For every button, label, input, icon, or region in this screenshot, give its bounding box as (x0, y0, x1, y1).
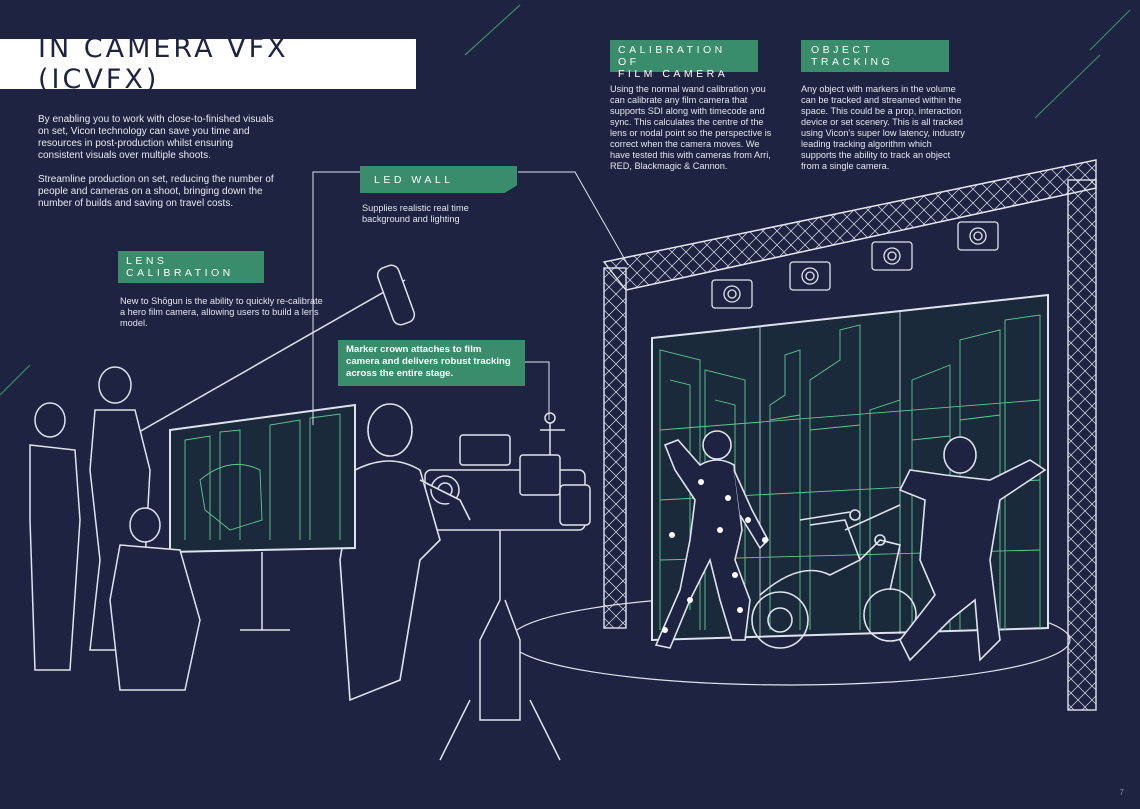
page-title: IN CAMERA VFX (ICVFX) (38, 33, 289, 95)
object-tracking-heading-line1: OBJECT (811, 44, 874, 56)
intro-paragraph-1: By enabling you to work with close-to-fi… (38, 114, 274, 161)
mocap-performer (654, 430, 769, 649)
scooter-prop (751, 504, 917, 649)
intro-text: By enabling you to work with close-to-fi… (38, 114, 278, 222)
lens-calibration-heading: LENS CALIBRATION (118, 251, 264, 283)
marker-crown-callout: Marker crown attaches to film camera and… (338, 340, 525, 386)
film-camera-rig (424, 412, 591, 761)
actor-right (898, 436, 1047, 662)
object-tracking-heading: OBJECT TRACKING (801, 40, 949, 72)
lens-calibration-heading-line2: CALIBRATION (126, 267, 234, 279)
object-tracking-heading-line2: TRACKING (811, 56, 894, 68)
video-village-monitor (169, 403, 356, 631)
film-camera-calibration-heading: CALIBRATION OF FILM CAMERA (610, 40, 758, 80)
led-wall-body: Supplies realistic real time background … (362, 203, 469, 224)
callout-leaders (312, 171, 629, 425)
led-wall-heading: LED WALL (360, 166, 517, 193)
object-tracking-body: Any object with markers in the volume ca… (801, 84, 965, 171)
film-camera-calibration-heading-line1: CALIBRATION OF (618, 44, 726, 68)
marker-dot-icon (662, 479, 768, 633)
film-camera-calibration-heading-line2: FILM CAMERA (618, 68, 729, 80)
film-camera-calibration-body: Using the normal wand calibration you ca… (610, 84, 772, 171)
decorative-lines (0, 4, 1131, 396)
intro-paragraph-2: Streamline production on set, reducing t… (38, 174, 274, 209)
lens-calibration-heading-line1: LENS (126, 255, 168, 267)
camera-operator (339, 403, 471, 702)
lens-calibration-body: New to Shōgun is the ability to quickly … (120, 296, 323, 328)
tracking-camera-icon (711, 221, 999, 309)
truss-frame (602, 159, 1097, 711)
page-title-box: IN CAMERA VFX (ICVFX) (0, 33, 416, 95)
boom-crew (29, 264, 416, 691)
page-number: 7 (1119, 788, 1124, 797)
